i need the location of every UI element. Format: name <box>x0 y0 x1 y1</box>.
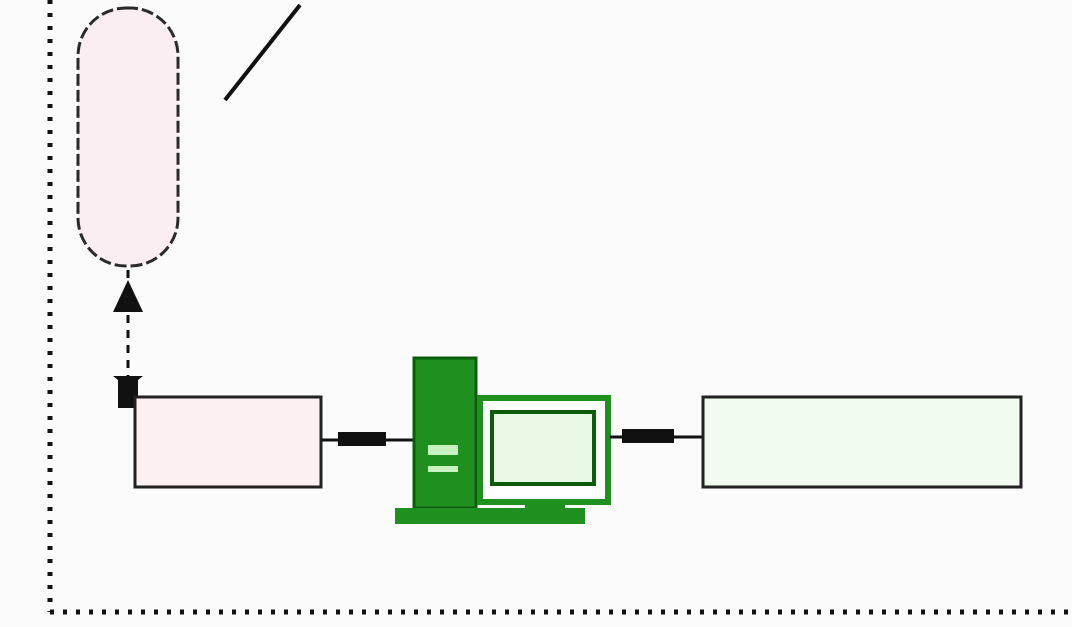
right-box <box>701 395 1023 489</box>
left-connector <box>321 432 415 446</box>
diagonal-connector <box>223 3 302 102</box>
desktop-computer-icon <box>395 356 611 524</box>
right-connector <box>610 429 705 443</box>
left-box <box>133 395 323 489</box>
db-connector <box>113 270 143 408</box>
database-cylinder-icon <box>76 6 180 268</box>
